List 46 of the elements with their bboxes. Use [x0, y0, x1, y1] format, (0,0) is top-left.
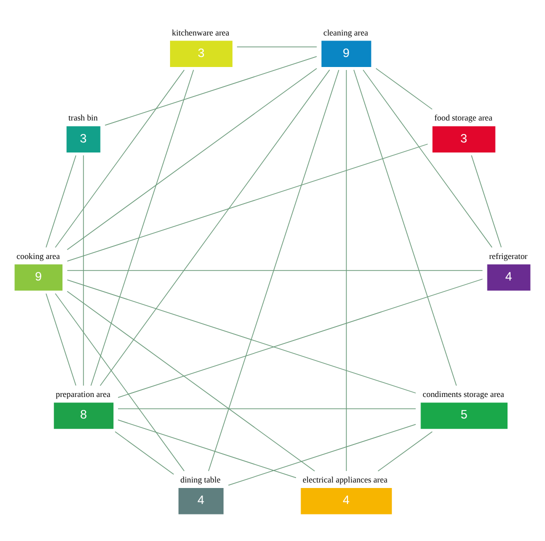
node-label: cooking area: [16, 250, 60, 261]
node-label: food storage area: [434, 112, 492, 123]
connector: [46, 293, 76, 386]
connector: [66, 68, 318, 250]
connector: [54, 70, 185, 248]
node-label: cleaning area: [323, 27, 368, 38]
node-box: 9: [321, 40, 372, 68]
connector: [228, 424, 416, 486]
node-label: kitchenware area: [172, 27, 230, 38]
connector: [104, 56, 318, 126]
connector: [114, 431, 174, 475]
node-label: condiments storage area: [422, 389, 504, 400]
node-label: refrigerator: [489, 250, 528, 261]
connector: [118, 278, 483, 398]
connector: [66, 279, 416, 394]
connector: [54, 293, 185, 472]
node-label: dining table: [180, 474, 220, 485]
connector: [118, 408, 416, 410]
node-box: 3: [432, 126, 496, 152]
node-label: preparation area: [56, 389, 110, 400]
node-box: 5: [420, 402, 508, 429]
connector: [208, 70, 340, 472]
connector: [236, 46, 318, 48]
connector: [376, 68, 433, 110]
connector: [362, 70, 492, 248]
connector: [100, 70, 330, 386]
node-box: 4: [487, 264, 530, 291]
connector: [471, 155, 502, 248]
node-box: 9: [14, 264, 62, 291]
node-box: 8: [54, 402, 114, 429]
node-box: 3: [66, 126, 100, 152]
connector: [90, 70, 194, 386]
connector: [346, 70, 347, 472]
connector: [378, 431, 433, 472]
connector: [66, 270, 483, 271]
node-label: trash bin: [68, 112, 98, 123]
node-label: electrical appliances area: [302, 474, 388, 485]
connector: [46, 155, 76, 248]
connector: [83, 154, 84, 386]
node-box: 4: [300, 488, 392, 514]
node-box: 3: [170, 40, 232, 68]
connector: [118, 420, 296, 478]
connector: [66, 144, 428, 262]
connector: [66, 290, 316, 472]
connector: [353, 70, 457, 386]
node-box: 4: [178, 488, 224, 514]
